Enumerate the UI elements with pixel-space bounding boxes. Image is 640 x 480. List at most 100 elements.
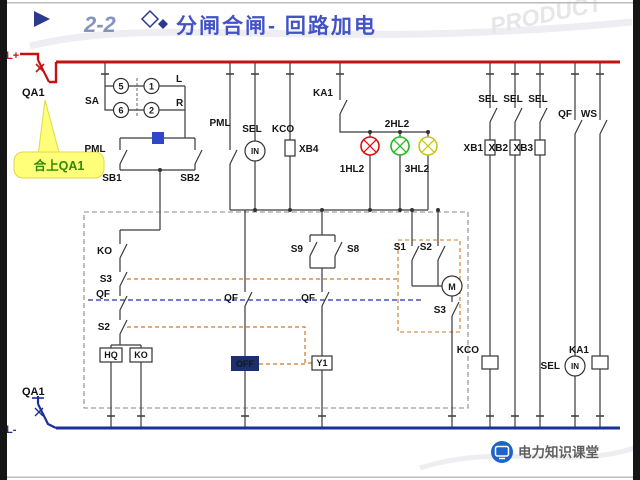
sel-coil-mid (244, 140, 266, 162)
brand-watermark: 电力知识课堂 (491, 441, 599, 463)
arrow-icon (34, 11, 50, 27)
xb4-label: XB4 (299, 144, 319, 155)
hq-box-label: HQ (104, 350, 118, 360)
left-edge-bar (0, 0, 7, 480)
ribbon-watermark-bottom (419, 445, 635, 471)
s9-label: S9 (291, 244, 304, 255)
qa1-bottom-breaker-x (34, 407, 44, 417)
sel-coil-mid-label: IN (251, 147, 259, 156)
callout-pointer (37, 99, 61, 157)
lminus-label: L- (6, 424, 17, 436)
off-box (231, 356, 259, 371)
kco-bottom-label: KCO (457, 345, 479, 356)
sel-r3-label: SEL (528, 94, 547, 105)
lplus-label: L+ (6, 50, 19, 62)
sa-contact-6 (112, 101, 130, 119)
lamp-1hl2 (360, 136, 380, 156)
sb1-label: SB1 (102, 173, 122, 184)
xb1-box (484, 139, 496, 156)
button-square (152, 132, 164, 144)
sel-mid-label: SEL (242, 124, 261, 135)
pml-mid-label: PML (209, 118, 230, 129)
right-edge-bar (633, 0, 640, 480)
xb3-box (534, 139, 546, 156)
lamp1-label: 1HL2 (340, 164, 365, 175)
xb3-label: XB3 (514, 143, 534, 154)
lamp2-label: 2HL2 (385, 119, 410, 130)
kco-mid-label: KCO (272, 124, 294, 135)
callout: 合上QA1 (13, 99, 105, 179)
sa-contact-2-label: 2 (149, 106, 154, 116)
diamond-icon (140, 9, 160, 29)
ka1-bottom-label: KA1 (569, 345, 589, 356)
wire-network (104, 62, 601, 428)
sa-label: SA (85, 96, 99, 107)
hq-box (99, 347, 123, 363)
s2-right-label: S2 (420, 242, 433, 253)
ka1-box (591, 355, 609, 370)
qf-right-label: QF (558, 109, 572, 120)
s2-y1-linkage-dashed (127, 326, 312, 364)
junction-dots (158, 130, 440, 212)
sb2-label: SB2 (180, 173, 200, 184)
terminal-ticks (101, 73, 604, 417)
positive-bus-group (20, 52, 620, 84)
brand-logo-icon (491, 441, 513, 463)
qa1-top-label: QA1 (22, 87, 45, 99)
sel-bottom-label: SEL (541, 361, 560, 372)
sa-contact-1-label: 1 (149, 82, 154, 92)
sel-coil-bottom-label: IN (571, 362, 579, 371)
qf-mid1-label: QF (224, 293, 238, 304)
top-hairline (7, 2, 633, 4)
sa-contact-2 (143, 101, 160, 119)
sel-r1-label: SEL (478, 94, 497, 105)
callout-bubble (13, 151, 105, 179)
s1-label: S1 (394, 242, 407, 253)
ws-label: WS (581, 109, 597, 120)
motor-circle (441, 275, 463, 297)
lamp-2hl2 (390, 136, 410, 156)
contact-slants (119, 99, 608, 335)
ribbon-watermark (29, 18, 633, 50)
component-labels: L+ L- QA1 QA1 SA L R PML SB1 SB2 PML SEL… (6, 50, 597, 436)
negative-bus-group (32, 396, 620, 430)
lamp-3hl2 (418, 136, 438, 156)
title-number: 2-2 (83, 12, 117, 37)
position-r-label: R (176, 98, 184, 109)
y1-box-label: Y1 (316, 358, 327, 368)
wiring (101, 62, 608, 428)
qa1-top-link (49, 62, 58, 84)
ko-box (129, 347, 153, 363)
ko-box-label: KO (134, 350, 148, 360)
title-bar: 2-2 分闸合闸- 回路加电 (34, 9, 375, 38)
xb2-label: XB2 (489, 143, 509, 154)
y1-box (311, 355, 333, 371)
sa-contact-5 (112, 77, 130, 95)
sa-contact-1 (143, 77, 160, 95)
qf-left-label: QF (96, 289, 110, 300)
ka1-top-label: KA1 (313, 88, 333, 99)
bottom-hairline (7, 476, 633, 478)
motor-label: M (448, 282, 456, 292)
lamp3-label: 3HL2 (405, 164, 430, 175)
kco-box (481, 355, 499, 370)
xb1-label: XB1 (464, 143, 484, 154)
s2-left-label: S2 (98, 322, 111, 333)
off-box-label: OFF (236, 359, 254, 369)
qf-mid2-label: QF (301, 293, 315, 304)
lplus-stub (20, 52, 40, 60)
ko-left-label: KO (97, 246, 112, 257)
sel-coil-bottom (564, 355, 586, 377)
sa-contact-6-label: 6 (118, 106, 123, 116)
product-watermark: PRODUCT (488, 0, 607, 39)
qa1-top-breaker-x (35, 63, 45, 73)
xb4-box (284, 139, 296, 157)
components: 5 1 6 2 IN HQ KO OFF Y1 (99, 77, 609, 377)
xb2-box (509, 139, 521, 156)
s3-right-label: S3 (434, 305, 447, 316)
qa1-bottom-label: QA1 (22, 386, 45, 398)
diamond-solid-icon (158, 19, 168, 29)
